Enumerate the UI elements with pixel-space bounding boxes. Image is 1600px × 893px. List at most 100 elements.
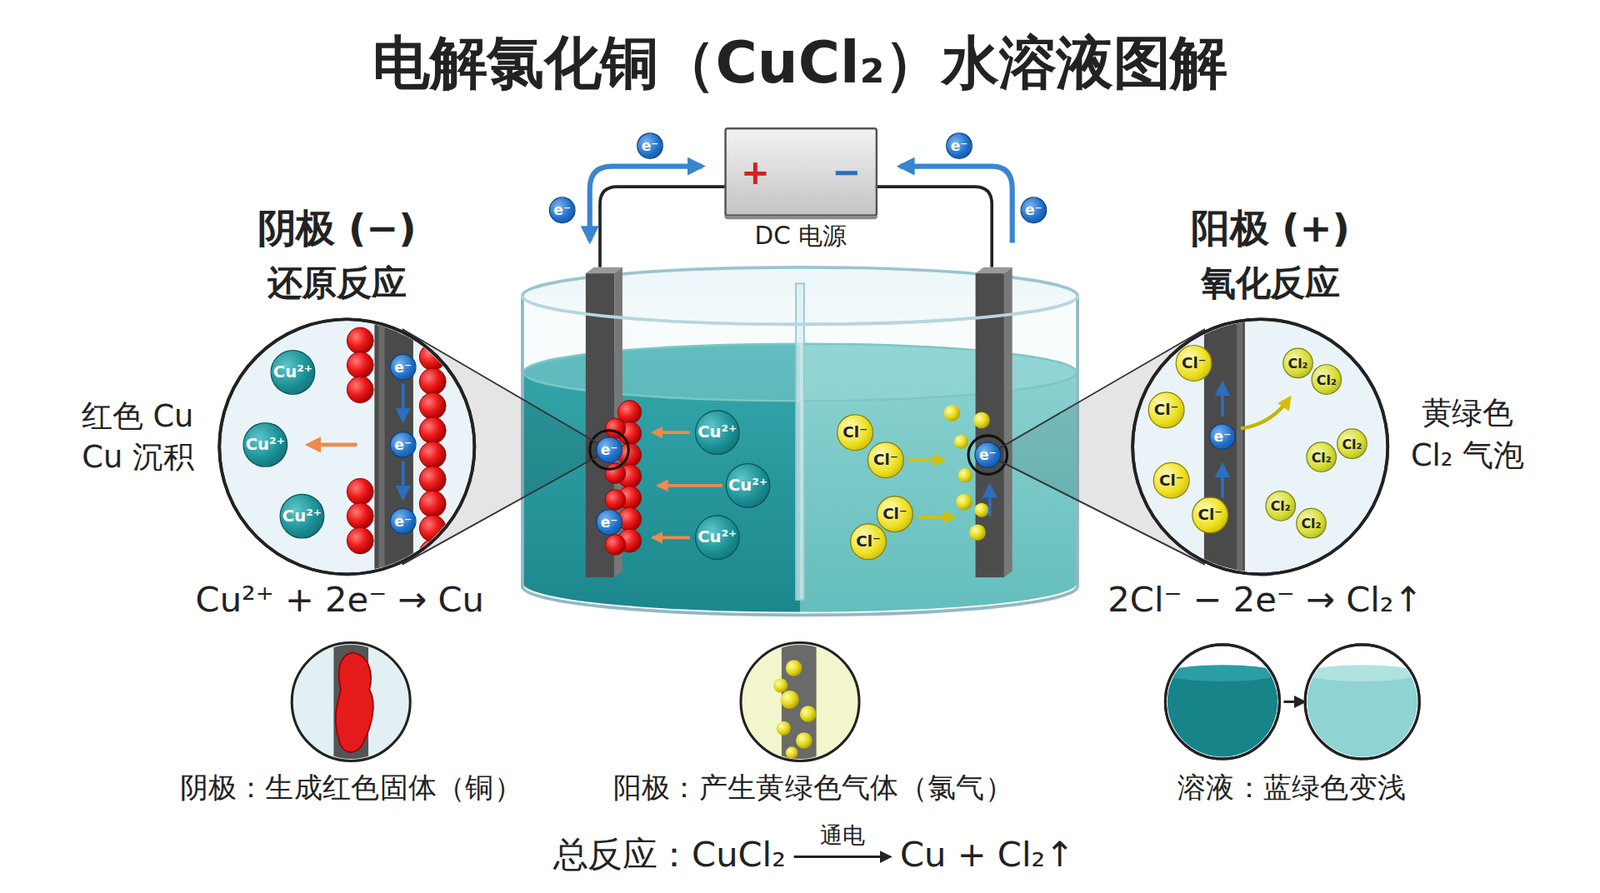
copper-atom bbox=[419, 466, 446, 494]
result-circle bbox=[291, 642, 410, 761]
callout: 红色 Cu bbox=[81, 398, 194, 434]
electrode-detail bbox=[1204, 305, 1245, 592]
particle: Cl⁻ bbox=[1153, 462, 1190, 500]
copper-atom bbox=[419, 490, 446, 518]
particle: Cl⁻ bbox=[850, 523, 887, 560]
copper-atom bbox=[419, 392, 446, 420]
release-arrow bbox=[1240, 398, 1290, 430]
observation: 阴极：生成红色固体（铜） bbox=[180, 772, 523, 805]
particle-symbol: Cl₂ bbox=[1311, 450, 1332, 465]
particle: Cl⁻ bbox=[867, 441, 905, 479]
terminal-sign: − bbox=[832, 151, 862, 192]
copper-atom bbox=[419, 441, 446, 469]
particle-symbol: Cl⁻ bbox=[882, 506, 907, 522]
particle-symbol: Cl⁻ bbox=[873, 452, 898, 468]
particle-symbol: Cu²⁺ bbox=[697, 530, 737, 547]
change-arrow bbox=[1283, 700, 1304, 704]
beaker-outline bbox=[522, 295, 1078, 615]
copper-atom bbox=[419, 515, 446, 542]
particle: Cl₂ bbox=[1295, 508, 1327, 540]
condition: 通电 bbox=[820, 822, 865, 849]
total-equation: 总反应：CuCl₂ bbox=[553, 835, 786, 875]
particle-symbol: e⁻ bbox=[600, 442, 619, 457]
particle-symbol: Cl⁻ bbox=[1159, 473, 1184, 489]
particle: Cl₂ bbox=[1282, 348, 1314, 380]
particle: Cu²⁺ bbox=[280, 494, 325, 540]
copper-atom bbox=[346, 527, 374, 555]
particle-symbol: Cl₂ bbox=[1341, 437, 1362, 451]
electron-arrow bbox=[1220, 465, 1225, 498]
copper-deposit bbox=[335, 653, 374, 753]
particle-symbol: Cl⁻ bbox=[1197, 507, 1222, 523]
particle: Cl⁻ bbox=[1148, 391, 1185, 429]
electron-arrow bbox=[1220, 383, 1225, 416]
chlorine-bubbles bbox=[773, 637, 816, 770]
particle-symbol: e⁻ bbox=[553, 203, 571, 218]
zoom-ring bbox=[590, 430, 630, 470]
copper-atom bbox=[605, 463, 625, 484]
solution-after bbox=[1303, 645, 1426, 765]
zoom-circle bbox=[1132, 319, 1388, 575]
observation: 溶液：蓝绿色变浅 bbox=[1177, 772, 1406, 805]
particle-symbol: Cu²⁺ bbox=[697, 424, 737, 441]
particle: Cl⁻ bbox=[1191, 496, 1229, 534]
wire bbox=[875, 186, 993, 268]
copper-atom bbox=[605, 535, 625, 555]
copper-atom bbox=[419, 368, 446, 395]
particle-symbol: Cl₂ bbox=[1270, 499, 1291, 513]
particle-symbol: Cu²⁺ bbox=[282, 508, 322, 525]
particle: Cl₂ bbox=[1310, 364, 1342, 395]
particle-symbol: Cl⁻ bbox=[1181, 355, 1206, 371]
particle: e⁻ bbox=[595, 509, 623, 536]
observation: 阳极：产生黄绿色气体（氯气） bbox=[613, 772, 1014, 805]
particle: e⁻ bbox=[549, 196, 576, 224]
beaker-rim-front bbox=[522, 295, 1078, 325]
wire bbox=[600, 186, 727, 268]
particle: Cl⁻ bbox=[1175, 345, 1213, 382]
electron-arrow bbox=[988, 485, 992, 517]
particle-symbol: e⁻ bbox=[950, 139, 969, 154]
copper-atom bbox=[419, 417, 446, 445]
particle: Cu²⁺ bbox=[270, 350, 315, 395]
particle-symbol: e⁻ bbox=[394, 360, 412, 375]
electron-flow-arrow bbox=[900, 166, 1013, 244]
particle-symbol: e⁻ bbox=[394, 437, 412, 452]
copper-atom bbox=[419, 344, 446, 371]
particle-symbol: e⁻ bbox=[394, 514, 412, 529]
particle: e⁻ bbox=[390, 354, 417, 381]
particle-symbol: Cl⁻ bbox=[855, 534, 880, 550]
particle: Cl₂ bbox=[1305, 441, 1337, 473]
particle: e⁻ bbox=[636, 132, 664, 160]
migration-arrow bbox=[308, 442, 358, 447]
particle: e⁻ bbox=[595, 436, 623, 464]
particle-symbol: e⁻ bbox=[1025, 203, 1043, 218]
copper-atom bbox=[346, 503, 374, 530]
particle: Cl⁻ bbox=[836, 414, 874, 451]
zoom-circle bbox=[219, 319, 475, 575]
callout: 黄绿色 bbox=[1421, 395, 1514, 431]
particle-symbol: e⁻ bbox=[600, 515, 619, 530]
particle: Cu²⁺ bbox=[242, 422, 288, 468]
particle-symbol: Cl₂ bbox=[1316, 373, 1337, 387]
copper-atom bbox=[346, 478, 374, 505]
migration-arrow bbox=[653, 430, 690, 435]
particle: e⁻ bbox=[1209, 423, 1236, 450]
terminal-sign: + bbox=[740, 151, 770, 192]
particle-symbol: Cl₂ bbox=[1287, 356, 1308, 370]
particle: e⁻ bbox=[1020, 196, 1047, 224]
particle-symbol: Cu²⁺ bbox=[728, 477, 768, 495]
migration-arrow bbox=[658, 484, 723, 488]
copper-deposit bbox=[346, 319, 446, 566]
particle: Cu²⁺ bbox=[725, 463, 771, 509]
reaction-type: 还原反应 bbox=[267, 263, 407, 304]
copper-atom bbox=[346, 376, 374, 404]
copper-atom bbox=[419, 319, 446, 346]
particle: Cl₂ bbox=[1336, 428, 1368, 460]
supply-label: DC 电源 bbox=[755, 222, 848, 251]
power-supply: +−DC 电源 bbox=[724, 127, 878, 217]
electron-arrow bbox=[401, 460, 405, 498]
particle-symbol: e⁻ bbox=[1214, 430, 1232, 445]
particle-symbol: Cl₂ bbox=[1300, 516, 1321, 530]
particle-symbol: Cu²⁺ bbox=[245, 436, 285, 454]
particle: e⁻ bbox=[390, 508, 417, 535]
